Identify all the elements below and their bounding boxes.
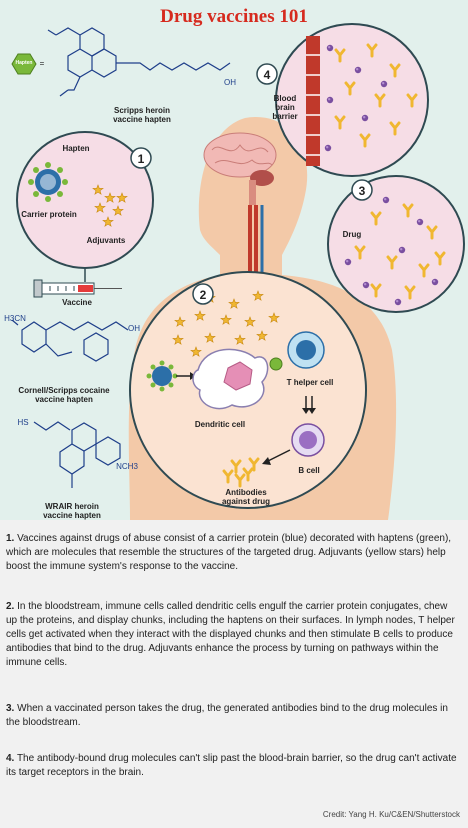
adjuvants-label: Adjuvants — [86, 236, 126, 245]
hapten-equals-sign: = — [39, 59, 45, 68]
hapten-label: Hapten — [62, 144, 90, 153]
step-2-number: 2 — [199, 288, 207, 302]
antibodies-label: Antibodies against drug — [221, 488, 270, 506]
scripps-oh-label: OH — [224, 78, 236, 87]
step-3-bloodstream-circle — [327, 175, 465, 313]
note-4-text: The antibody-bound drug molecules can't … — [6, 753, 457, 778]
note-1: 1. Vaccines against drugs of abuse consi… — [6, 532, 458, 574]
note-2-number: 2. — [6, 601, 15, 612]
syringe-icon — [33, 279, 122, 298]
wrair-heroin-label: WRAIR heroin vaccine hapten — [43, 502, 101, 520]
carrier-protein-label: Carrier protein — [21, 210, 77, 219]
note-2: 2. In the bloodstream, immune cells call… — [6, 600, 458, 670]
note-3-number: 3. — [6, 703, 15, 714]
note-3: 3. When a vaccinated person takes the dr… — [6, 702, 458, 730]
carrier-protein-icon — [28, 162, 68, 202]
scripps-heroin-structure — [47, 27, 231, 97]
note-4-number: 4. — [6, 753, 15, 764]
blood-brain-barrier-label: Blood brain barrier — [272, 94, 298, 121]
cornell-cocaine-label: Cornell/Scripps cocaine vaccine hapten — [18, 386, 110, 404]
wrair-nch3-label: NCH3 — [116, 462, 138, 471]
figure-title: Drug vaccines 101 — [160, 6, 308, 27]
scripps-heroin-label: Scripps heroin vaccine hapten — [113, 106, 171, 124]
note-2-text: In the bloodstream, immune cells called … — [6, 601, 455, 668]
step-4-blood-brain-barrier-circle — [275, 23, 429, 177]
hapten-badge-label: Hapten — [15, 60, 33, 66]
step-4-number: 4 — [263, 68, 271, 82]
step-2-immune-response-circle — [129, 271, 367, 509]
b-cell-label: B cell — [298, 466, 320, 475]
step-badges — [130, 63, 373, 305]
diagram-figure: Drug vaccines 101 1 2 3 4 Hapten = OH Sc… — [0, 0, 468, 520]
hapten-hexagon-icon — [11, 53, 37, 75]
image-credit: Credit: Yang H. Ku/C&EN/Shutterstock — [322, 810, 460, 819]
dendritic-cell-icon — [192, 348, 269, 410]
wrair-heroin-structure — [33, 421, 121, 488]
b-cell-icon — [291, 423, 325, 457]
step-3-number: 3 — [358, 184, 366, 198]
note-1-text: Vaccines against drugs of abuse consist … — [6, 533, 452, 572]
dendritic-cell-label: Dendritic cell — [194, 420, 246, 429]
wrair-hs-label: HS — [17, 418, 29, 427]
brain-icon — [203, 132, 277, 205]
cocaine-h3cn-label: H3CN — [4, 314, 26, 323]
drug-label: Drug — [342, 230, 362, 239]
step-1-vaccine-circle — [16, 131, 154, 282]
step-1-number: 1 — [137, 152, 145, 166]
note-4: 4. The antibody-bound drug molecules can… — [6, 752, 458, 780]
explanation-panel: 1. Vaccines against drugs of abuse consi… — [0, 520, 468, 828]
t-helper-cell-label: T helper cell — [286, 378, 334, 387]
note-1-number: 1. — [6, 533, 15, 544]
carrier-protein-icon — [146, 360, 178, 392]
note-3-text: When a vaccinated person takes the drug,… — [6, 703, 448, 728]
cocaine-oh-label: OH — [128, 324, 140, 333]
t-helper-cell-icon — [287, 331, 325, 369]
diagram-artwork — [11, 23, 465, 520]
vaccine-label: Vaccine — [62, 298, 92, 307]
cornell-cocaine-structure — [11, 319, 129, 362]
